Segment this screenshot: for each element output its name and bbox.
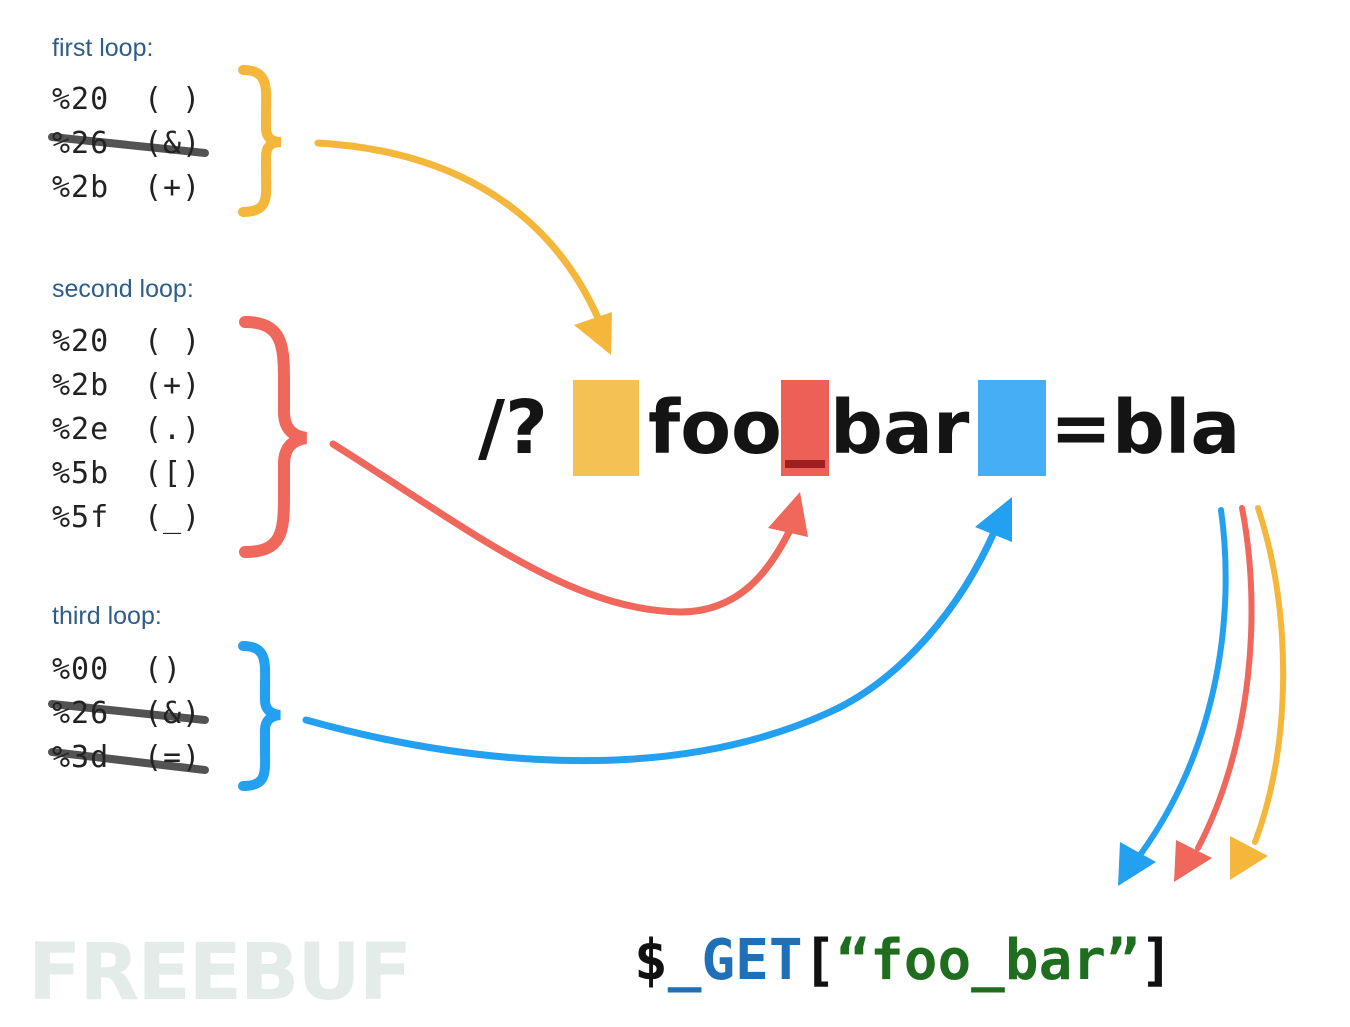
blue-down-arrowhead (1118, 842, 1156, 886)
second-loop-arrow (329, 440, 794, 616)
third-loop-item-3: %3d (=) (52, 740, 201, 775)
encoding-char: (+) (144, 170, 202, 205)
encoding-char: (+) (144, 368, 202, 403)
red-down-arrow (1195, 505, 1255, 851)
second-loop-item-1: %20 ( ) (52, 324, 201, 359)
encoding-char: (&) (144, 126, 202, 161)
encoding-code: %5f (52, 500, 110, 535)
get-key: “foo_bar” (836, 928, 1140, 993)
get-dollar: $ (634, 928, 668, 993)
url-prefix: /? (478, 385, 548, 471)
third-loop-arrow (302, 526, 999, 765)
red-down-arrowhead (1174, 840, 1212, 882)
encoding-char: (&) (144, 696, 202, 731)
first-loop-arrowhead (574, 312, 612, 355)
second-loop-placeholder (781, 380, 829, 476)
second-loop-arrowhead (768, 492, 808, 537)
get-expression: $_GET[“foo_bar”] (634, 928, 1173, 993)
encoding-code: %3d (52, 740, 110, 775)
get-close-bracket: ] (1139, 928, 1174, 993)
freebuf-watermark: FREEBUF (28, 928, 412, 1018)
blue-down-arrow (1137, 507, 1229, 858)
url-part-foo: foo (648, 385, 782, 471)
first-loop-item-2: %26 (&) (52, 126, 201, 161)
get-open-bracket: [ (802, 928, 837, 993)
first-loop-brace (238, 65, 282, 217)
strike-first-amp (48, 133, 209, 157)
encoding-code: %5b (52, 456, 110, 491)
encoding-char: (_) (144, 500, 202, 535)
first-loop-arrow (314, 139, 602, 322)
third-loop-arrowhead (975, 497, 1012, 542)
encoding-code: %00 (52, 652, 110, 687)
encoding-char: ([) (144, 456, 202, 491)
second-loop-item-4: %5b ([) (52, 456, 201, 491)
first-loop-item-1: %20 ( ) (52, 82, 201, 117)
url-part-bar: bar (830, 385, 970, 471)
third-loop-brace (238, 641, 281, 791)
strike-third-amp (48, 700, 209, 724)
third-loop-item-2: %26 (&) (52, 696, 201, 731)
encoding-code: %20 (52, 324, 110, 359)
encoding-char: (=) (144, 740, 202, 775)
encoding-char: ( ) (144, 82, 202, 117)
encoding-code: %26 (52, 696, 110, 731)
first-loop-placeholder (573, 380, 639, 476)
encoding-char: (.) (144, 412, 202, 447)
url-suffix: =bla (1050, 385, 1241, 471)
third-loop-item-1: %00 () (52, 652, 182, 687)
encoding-code: %2b (52, 170, 110, 205)
encoding-code: %2e (52, 412, 110, 447)
first-loop-title: first loop: (52, 34, 154, 62)
get-variable: _GET (667, 928, 803, 993)
first-loop-item-3: %2b (+) (52, 170, 201, 205)
second-loop-item-3: %2e (.) (52, 412, 201, 447)
third-loop-placeholder (978, 380, 1046, 476)
second-loop-item-2: %2b (+) (52, 368, 201, 403)
encoding-code: %20 (52, 82, 110, 117)
strike-third-eq (48, 748, 209, 774)
second-loop-title: second loop: (52, 275, 194, 303)
yellow-down-arrow (1252, 505, 1287, 845)
second-loop-item-5: %5f (_) (52, 500, 201, 535)
second-loop-brace (239, 316, 308, 558)
encoding-char: ( ) (144, 324, 202, 359)
third-loop-title: third loop: (52, 602, 162, 630)
encoding-char: () (144, 652, 183, 687)
encoding-code: %2b (52, 368, 110, 403)
encoding-code: %26 (52, 126, 110, 161)
yellow-down-arrowhead (1230, 836, 1268, 880)
underscore-mark (785, 460, 825, 468)
